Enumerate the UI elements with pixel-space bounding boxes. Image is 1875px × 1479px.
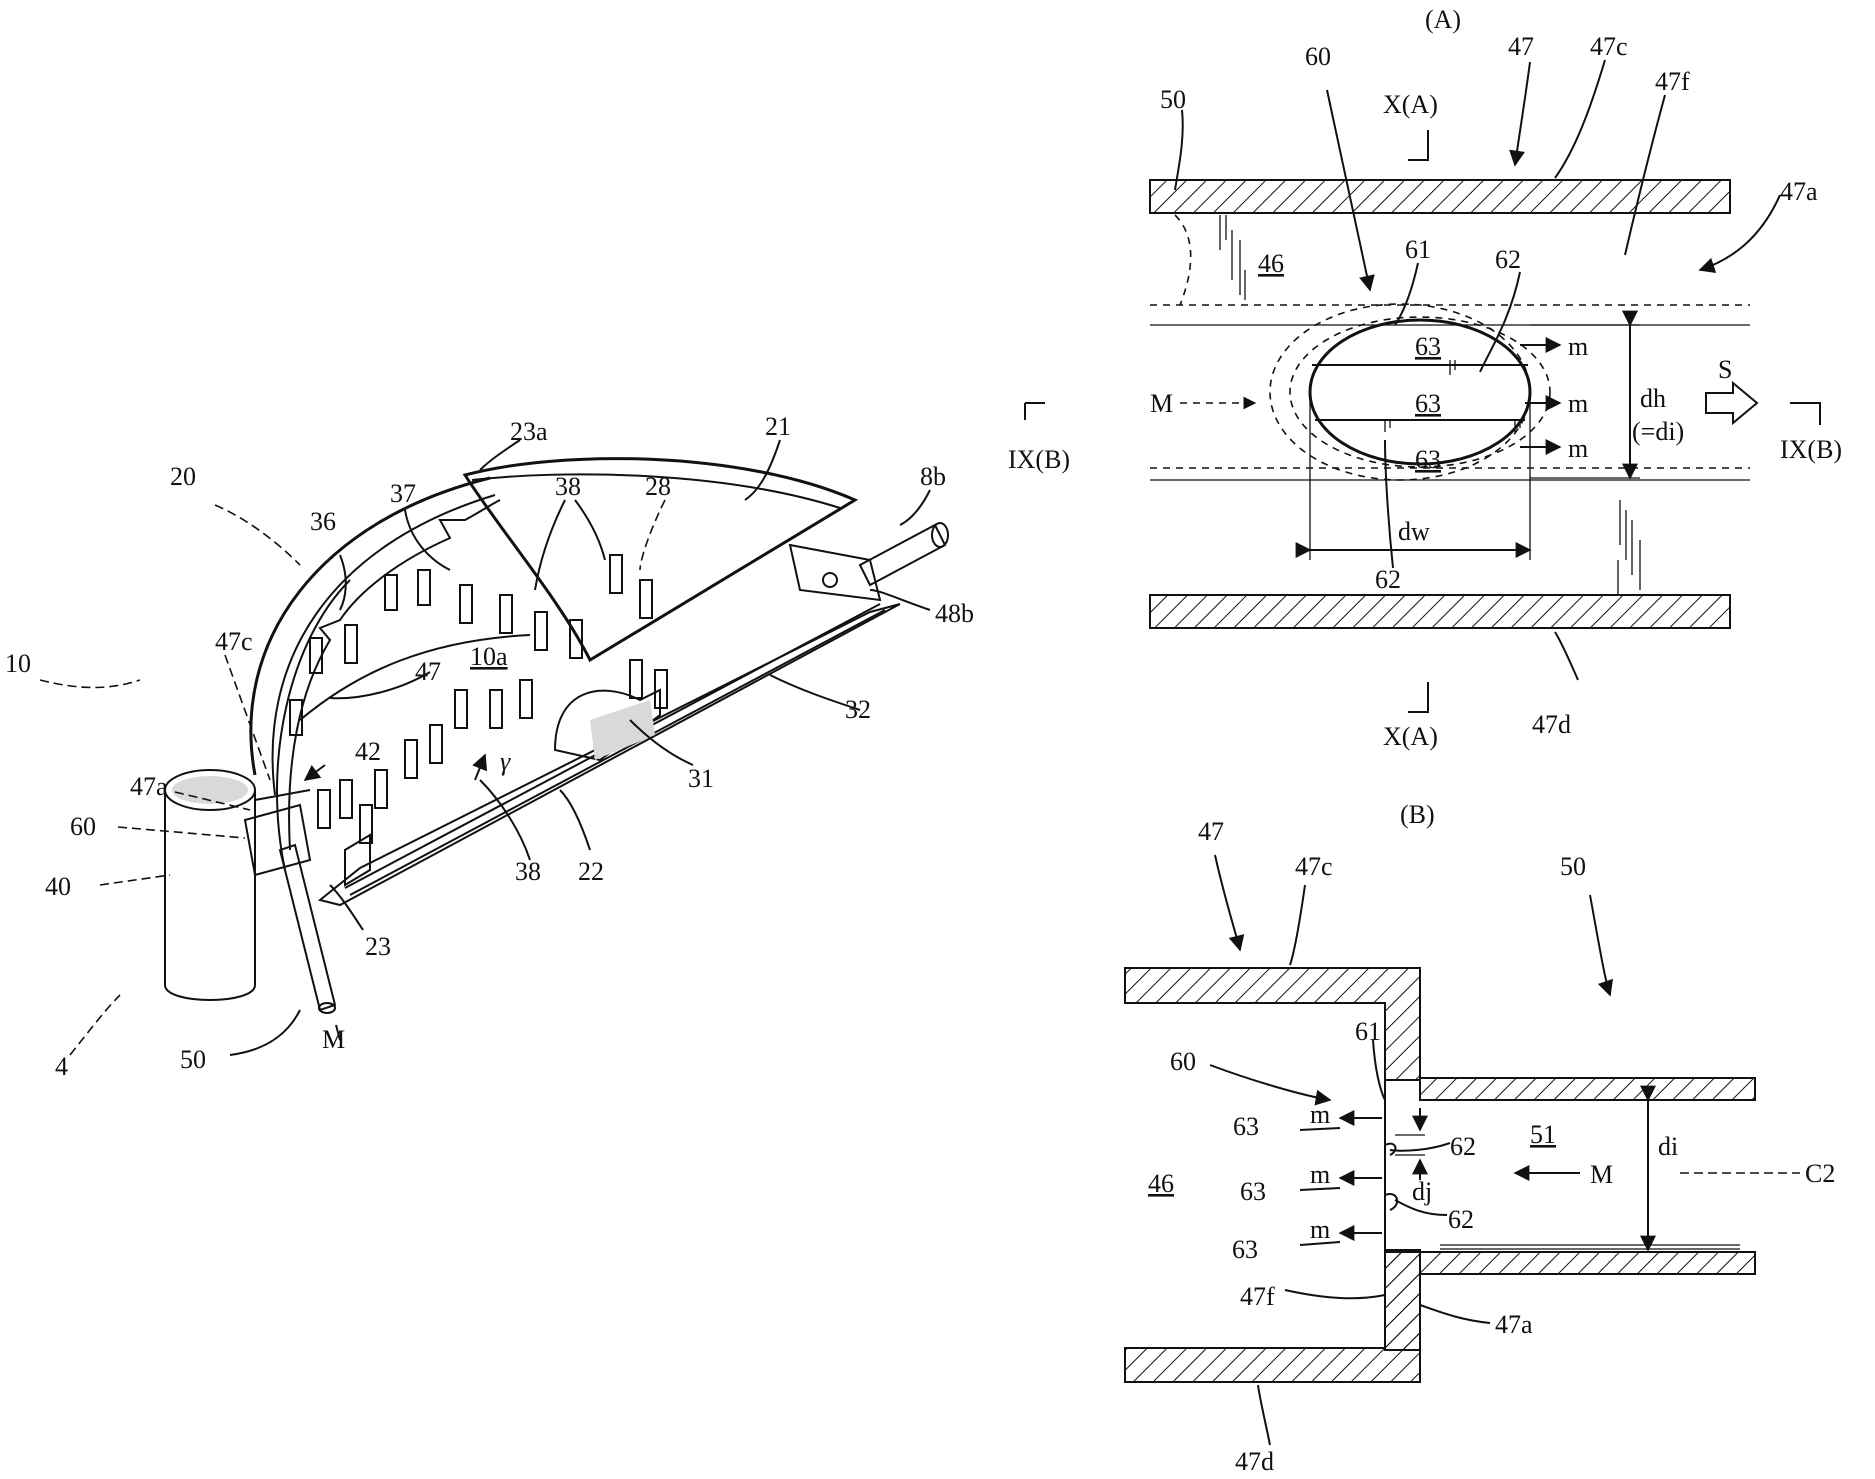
label-28: 28 xyxy=(645,472,671,501)
label-47a: 47a xyxy=(130,772,168,801)
vb-m3: m xyxy=(1310,1215,1330,1244)
view-a-title: (A) xyxy=(1425,5,1461,34)
va-S: S xyxy=(1718,355,1732,384)
pipe-50-bottom xyxy=(1420,1252,1755,1274)
vb-di: di xyxy=(1658,1132,1678,1161)
label-23a: 23a xyxy=(510,417,548,446)
vb-62-b: 62 xyxy=(1448,1205,1474,1234)
vb-dj: dj xyxy=(1412,1177,1432,1206)
vb-47c: 47c xyxy=(1295,852,1333,881)
outer-wall xyxy=(251,478,490,775)
label-22: 22 xyxy=(578,857,604,886)
va-dw: dw xyxy=(1398,517,1430,546)
va-62-top: 62 xyxy=(1495,245,1521,274)
va-50: 50 xyxy=(1160,85,1186,114)
va-m3: m xyxy=(1568,434,1588,463)
label-50: 50 xyxy=(180,1045,206,1074)
va-m1: m xyxy=(1568,332,1588,361)
label-36: 36 xyxy=(310,507,336,536)
va-63-a: 63 xyxy=(1415,332,1441,361)
vb-63-a: 63 xyxy=(1233,1112,1259,1141)
vb-C2: C2 xyxy=(1805,1159,1835,1188)
ixb-right-label: IX(B) xyxy=(1780,435,1842,464)
label-10a: 10a xyxy=(470,642,508,671)
label-gamma: γ xyxy=(500,747,511,776)
va-di: (=di) xyxy=(1632,417,1684,446)
label-42: 42 xyxy=(355,737,381,766)
label-8b: 8b xyxy=(920,462,946,491)
vb-60: 60 xyxy=(1170,1047,1196,1076)
label-37: 37 xyxy=(390,479,416,508)
vb-50: 50 xyxy=(1560,852,1586,881)
label-48b: 48b xyxy=(935,599,974,628)
ixb-left-label: IX(B) xyxy=(1008,445,1070,474)
label-31: 31 xyxy=(688,764,714,793)
wall-47c xyxy=(1150,180,1730,213)
vb-m2: m xyxy=(1310,1160,1330,1189)
vb-62-a: 62 xyxy=(1450,1132,1476,1161)
s-arrow xyxy=(1706,383,1757,423)
cylinder-40 xyxy=(165,770,255,1000)
va-m2: m xyxy=(1568,389,1588,418)
vb-63-b: 63 xyxy=(1240,1177,1266,1206)
vb-61: 61 xyxy=(1355,1017,1381,1046)
vb-47f: 47f xyxy=(1240,1282,1275,1311)
vb-47a: 47a xyxy=(1495,1310,1533,1339)
label-38-bottom: 38 xyxy=(515,857,541,886)
va-46: 46 xyxy=(1258,249,1284,278)
va-61: 61 xyxy=(1405,235,1431,264)
view-b-title: (B) xyxy=(1400,800,1435,829)
label-47c: 47c xyxy=(215,627,253,656)
perspective-view xyxy=(40,440,948,1055)
va-M: M xyxy=(1150,389,1173,418)
va-62-bottom: 62 xyxy=(1375,565,1401,594)
vb-63-c: 63 xyxy=(1232,1235,1258,1264)
va-47: 47 xyxy=(1508,32,1534,61)
va-63-b: 63 xyxy=(1415,389,1441,418)
tube-50 xyxy=(280,845,335,1010)
va-47d: 47d xyxy=(1532,710,1571,739)
label-47: 47 xyxy=(415,657,441,686)
ixb-left-mark xyxy=(1025,403,1045,420)
vb-M: M xyxy=(1590,1160,1613,1189)
label-38-top: 38 xyxy=(555,472,581,501)
xa-bottom-mark xyxy=(1408,682,1428,712)
vb-47: 47 xyxy=(1198,817,1224,846)
label-4: 4 xyxy=(55,1052,68,1081)
va-47c: 47c xyxy=(1590,32,1628,61)
label-40: 40 xyxy=(45,872,71,901)
vb-51: 51 xyxy=(1530,1120,1556,1149)
label-M: M xyxy=(322,1025,345,1054)
wall-47d xyxy=(1150,595,1730,628)
label-21: 21 xyxy=(765,412,791,441)
ixb-right-mark xyxy=(1790,403,1820,425)
xa-bottom-label: X(A) xyxy=(1383,722,1438,751)
label-20: 20 xyxy=(170,462,196,491)
label-60: 60 xyxy=(70,812,96,841)
pipe-50-top xyxy=(1420,1078,1755,1100)
label-23: 23 xyxy=(365,932,391,961)
va-47a: 47a xyxy=(1780,177,1818,206)
label-10: 10 xyxy=(5,649,31,678)
xa-top-mark xyxy=(1408,130,1428,160)
wall-47d-b xyxy=(1125,1252,1420,1382)
va-47f: 47f xyxy=(1655,67,1690,96)
va-63-c: 63 xyxy=(1415,445,1441,474)
vb-46: 46 xyxy=(1148,1169,1174,1198)
view-b: (B) xyxy=(1125,800,1800,1445)
label-32: 32 xyxy=(845,695,871,724)
vb-m1: m xyxy=(1310,1100,1330,1129)
inner-wall xyxy=(289,500,500,850)
xa-top-label: X(A) xyxy=(1383,90,1438,119)
va-dh: dh xyxy=(1640,384,1666,413)
va-60: 60 xyxy=(1305,42,1331,71)
vb-47d: 47d xyxy=(1235,1447,1274,1476)
